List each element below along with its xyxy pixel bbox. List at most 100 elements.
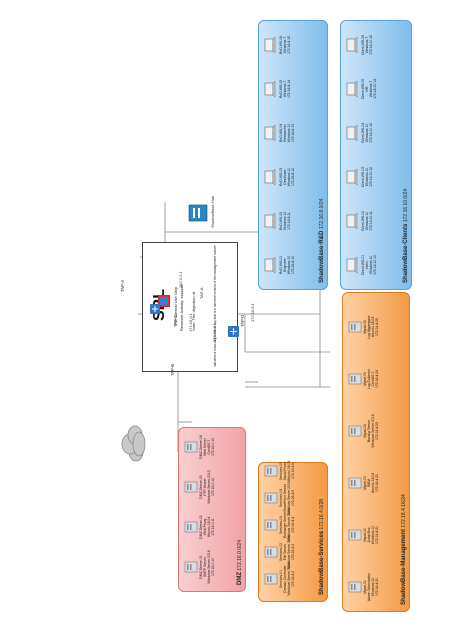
laptop-icon (264, 256, 276, 274)
laptop-icon (346, 256, 358, 274)
server-icon (184, 441, 198, 453)
server-icon (348, 581, 362, 593)
firewall-icon (158, 295, 170, 307)
zone-title: DMZ 172.16.0.0/24 (237, 540, 243, 585)
legend-line: indicates a read-only network tap that i… (213, 245, 217, 367)
server-icon (184, 561, 198, 573)
device-ip: 172.16.0.12 (211, 478, 215, 496)
server-icon (264, 546, 278, 558)
device-ip: 172.16.0.11 (211, 518, 215, 536)
device-ip: 172.16.8.13 (291, 124, 295, 142)
zone-title: ShadowBase-R&D 172.16.8.0/24 (319, 198, 325, 283)
device-ip: 172.16.8.11 (287, 212, 291, 230)
server-icon (184, 521, 198, 533)
device-ip: 172.16.4.20 (375, 578, 379, 596)
tap-label: TAP-B (170, 363, 175, 376)
device-ip: 172.16.10.13 (369, 123, 373, 143)
server-icon (184, 481, 198, 493)
router-label: 192.0.2.1 (178, 271, 183, 288)
router-label: 172.16.4.1 (212, 323, 217, 342)
device-ip: 172.16.8.14 (287, 80, 291, 98)
device-ip: 172.16.8.15 (287, 36, 291, 54)
laptop-icon (346, 212, 358, 230)
laptop-icon (264, 36, 276, 54)
legend-line: Reviewer Activity: xxxxxxx (179, 284, 184, 331)
device-ip: 172.16.10.11 (369, 211, 373, 231)
device-ip: 172.16.8.10 (291, 256, 295, 274)
device-ip: 172.16.4.25 (375, 318, 379, 336)
router-icon (228, 326, 239, 337)
router-label: 172.16.0.1 (188, 313, 193, 332)
device-ip: 172.16.4.23 (375, 422, 379, 440)
server-icon (264, 519, 278, 531)
tap-label: TAP-C (173, 314, 178, 327)
device-ip: 172.16.4.24 (375, 370, 379, 388)
tap-label: TAP-D (240, 314, 245, 327)
device-ip: 172.16.4.6 (291, 462, 295, 480)
laptop-icon (264, 80, 276, 98)
device-ip: 172.16.10.10 (373, 255, 377, 275)
router-icon (150, 304, 160, 314)
server-icon (264, 465, 278, 477)
device-ip: 172.16.8.12 (291, 168, 295, 186)
server-icon (348, 373, 362, 385)
server-icon (348, 529, 362, 541)
server-icon (348, 321, 362, 333)
server-icon (264, 573, 278, 585)
zone-title: ShadowBase-Services 172.16.4.0/28 (319, 498, 325, 595)
device-ip: 172.16.0.10 (211, 558, 215, 576)
laptop-icon (346, 80, 358, 98)
laptop-icon (264, 168, 276, 186)
server-icon (348, 425, 362, 437)
zone-title: ShadowBase-Clients 172.16.10.0/24 (403, 188, 409, 283)
device-ip: 172.16.10.15 (369, 35, 373, 55)
laptop-icon (346, 36, 358, 54)
tap-label: TAP-A (120, 279, 125, 292)
laptop-icon (346, 168, 358, 186)
hub-server-icon (188, 204, 208, 222)
device-ip: 172.16.0.13 (211, 438, 215, 456)
device-ip: 172.16.10.14 (373, 79, 377, 99)
device-ip: 172.16.10.12 (369, 167, 373, 187)
laptop-icon (264, 212, 276, 230)
zone-title: ShadowBase-Management 172.16.4.16/24 (401, 494, 407, 605)
legend-line: TAP-A (199, 287, 204, 299)
server-icon (264, 492, 278, 504)
laptop-icon (264, 124, 276, 142)
router-label: 172.16.8.1 (250, 303, 255, 322)
device-ip: 172.16.4.22 (375, 474, 379, 492)
internet-cloud-icon (121, 425, 146, 462)
laptop-icon (346, 124, 358, 142)
device-ip: 172.16.4.21 (375, 526, 379, 544)
hub-label: ShadowBase-Hub (210, 195, 215, 228)
